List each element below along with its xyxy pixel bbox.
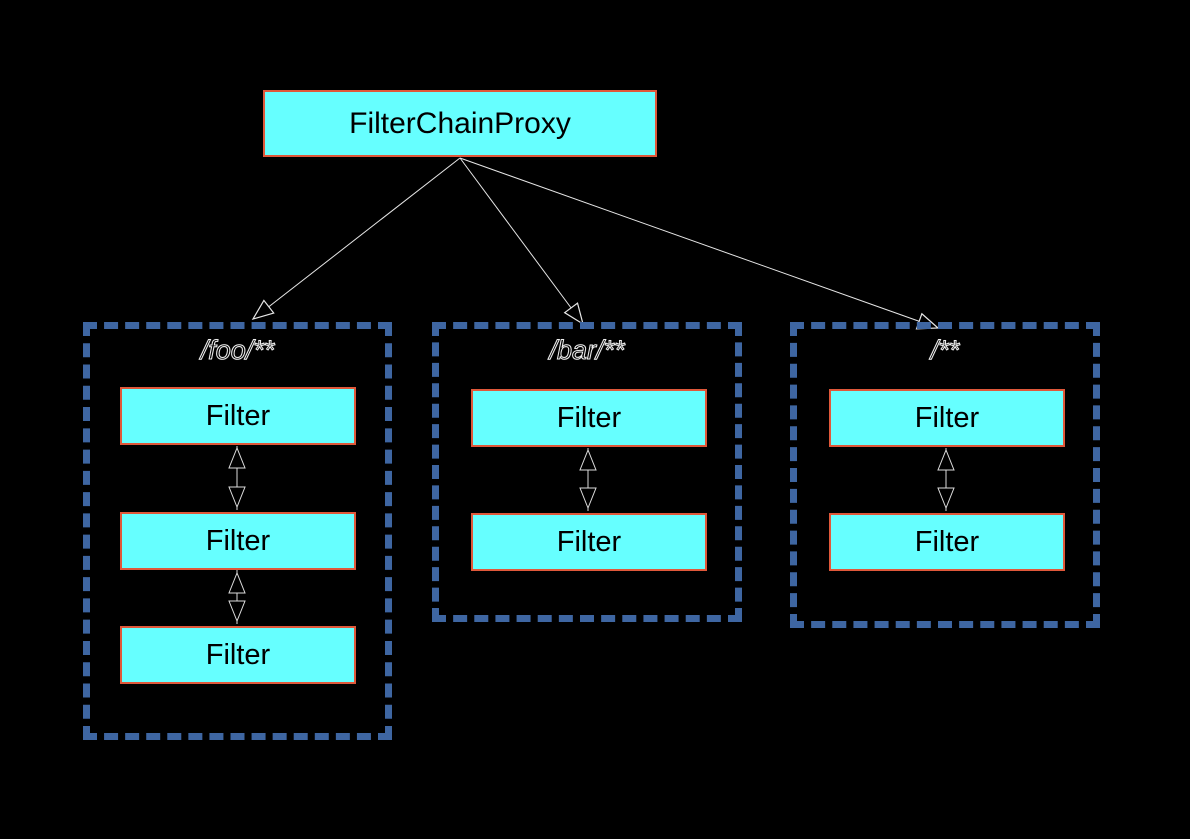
filter-node: Filter: [120, 387, 356, 445]
filter-node: Filter: [120, 512, 356, 570]
filter-chain-all: /** Filter Filter: [790, 322, 1100, 628]
arrow-down-icon: [579, 487, 597, 510]
filter-chain-proxy-node: FilterChainProxy: [263, 90, 657, 157]
filter-node: Filter: [471, 513, 707, 571]
arrow-down-icon: [228, 486, 246, 509]
arrow-down-icon: [937, 487, 955, 510]
arrow-down-icon: [228, 600, 246, 623]
filter-node: Filter: [120, 626, 356, 684]
arrow-up-icon: [228, 571, 246, 594]
filter-flow-arrows-all: [937, 448, 955, 511]
chain-pattern-label: /**: [930, 335, 960, 366]
filter-flow-arrows-foo: [228, 446, 246, 624]
connector-line-foo: [251, 157, 461, 320]
filter-chain-bar: /bar/** Filter Filter: [432, 322, 742, 622]
chain-pattern-label: /foo/**: [200, 335, 275, 366]
chain-pattern-label: /bar/**: [549, 335, 625, 366]
connector-line-all: [459, 157, 940, 330]
connector-line-bar: [459, 157, 584, 326]
filter-node: Filter: [829, 389, 1065, 447]
filter-flow-arrows-bar: [579, 448, 597, 511]
filter-node: Filter: [471, 389, 707, 447]
filter-chain-proxy-label: FilterChainProxy: [349, 106, 571, 140]
filter-chain-foo: /foo/** Filter Filter Filter: [83, 322, 392, 740]
proxy-to-chain-connectors: [251, 157, 940, 330]
filter-node: Filter: [829, 513, 1065, 571]
arrow-up-icon: [937, 448, 955, 471]
arrow-up-icon: [579, 448, 597, 471]
arrow-up-icon: [228, 446, 246, 469]
